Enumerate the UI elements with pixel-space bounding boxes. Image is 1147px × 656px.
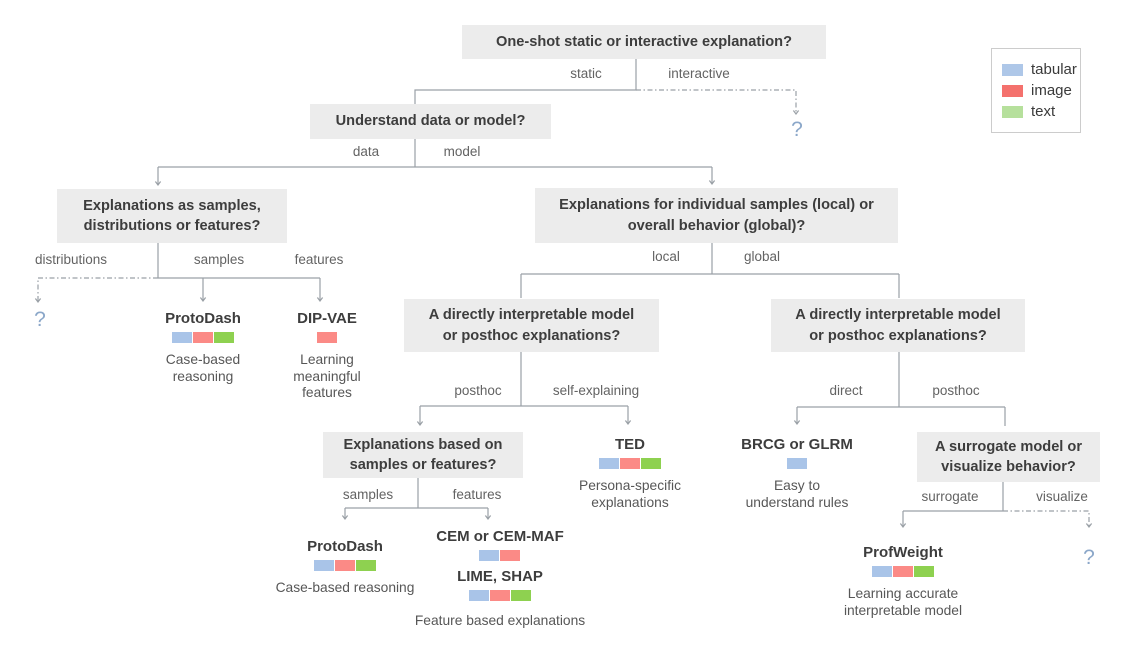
question-samples-or-features: Explanations based on samples or feature… <box>323 432 523 478</box>
question-surrogate-or-visualize: A surrogate model or visualize behavior? <box>917 432 1100 482</box>
modality-chips <box>732 458 862 469</box>
modality-chip-image <box>334 560 355 571</box>
branch-label-self-explaining: self-explaining <box>552 383 640 398</box>
unknown-outcome-interactive: ? <box>791 118 803 141</box>
legend-label: tabular <box>1031 61 1077 78</box>
question-samples-distributions-features: Explanations as samples, distributions o… <box>57 189 287 243</box>
algorithm-ted: TED Persona-specific explanations <box>568 436 692 511</box>
algorithm-caption: Easy to understand rules <box>745 478 849 510</box>
branch-label-features-local: features <box>452 487 502 502</box>
modality-chip-text <box>640 458 661 469</box>
branch-label-data: data <box>352 144 380 159</box>
branch-label-interactive: interactive <box>668 66 730 81</box>
branch-label-global: global <box>743 249 781 264</box>
modality-chip-tabular <box>468 590 489 601</box>
algorithm-name: ProfWeight <box>863 544 943 561</box>
branch-label-visualize: visualize <box>1036 489 1088 504</box>
legend-item-tabular: tabular <box>1002 61 1080 78</box>
modality-chip-text <box>213 332 234 343</box>
algorithm-caption: Feature based explanations <box>414 613 586 628</box>
algorithm-caption: Learning accurate interpretable model <box>843 586 963 618</box>
question-interpretable-or-posthoc-global: A directly interpretable model or postho… <box>771 299 1025 352</box>
algorithm-name: BRCG or GLRM <box>741 436 853 453</box>
unknown-outcome-distributions: ? <box>34 308 46 331</box>
algorithm-caption: Learning meaningful features <box>293 352 361 401</box>
algorithm-brcg-glrm: BRCG or GLRM Easy to understand rules <box>732 436 862 511</box>
modality-chip-image <box>619 458 640 469</box>
algorithm-caption: Case-based reasoning <box>275 580 415 595</box>
modality-chips <box>400 590 600 601</box>
modality-chips <box>568 458 692 469</box>
algorithm-protodash-local: ProtoDash Case-based reasoning <box>265 538 425 597</box>
modality-chips <box>277 332 377 343</box>
branch-label-distributions: distributions <box>34 252 108 267</box>
legend: tabular image text <box>991 48 1081 133</box>
modality-chip-tabular <box>786 458 807 469</box>
modality-chip-image <box>192 332 213 343</box>
algorithm-name: ProtoDash <box>165 310 241 327</box>
legend-item-image: image <box>1002 82 1080 99</box>
legend-item-text: text <box>1002 103 1080 120</box>
legend-label: text <box>1031 103 1056 120</box>
modality-chip-tabular <box>171 332 192 343</box>
modality-chip-image <box>489 590 510 601</box>
algorithm-name-cem: CEM or CEM-MAF <box>436 528 564 545</box>
branch-label-static: static <box>570 66 602 81</box>
text-swatch-icon <box>1002 105 1023 118</box>
modality-chip-tabular <box>871 566 892 577</box>
modality-chip-tabular <box>479 550 499 561</box>
algorithm-caption: Persona-specific explanations <box>579 478 681 510</box>
unknown-outcome-visualize: ? <box>1083 546 1095 569</box>
branch-label-model: model <box>443 144 481 159</box>
algorithm-caption: Case-based reasoning <box>165 352 241 384</box>
question-local-or-global: Explanations for individual samples (loc… <box>535 188 898 243</box>
algorithm-protodash-data: ProtoDash Case-based reasoning <box>147 310 259 385</box>
algorithm-feature-group: CEM or CEM-MAF LIME, SHAP Feature based … <box>400 528 600 630</box>
modality-chips <box>147 332 259 343</box>
algorithm-dip-vae: DIP-VAE Learning meaningful features <box>277 310 377 402</box>
modality-chip-image <box>500 550 520 561</box>
algorithm-name: TED <box>615 436 645 453</box>
branch-label-direct: direct <box>829 383 863 398</box>
algorithm-name: DIP-VAE <box>297 310 357 327</box>
question-one-shot: One-shot static or interactive explanati… <box>462 25 826 59</box>
modality-chip-image <box>892 566 913 577</box>
modality-chips <box>828 566 978 577</box>
branch-label-local: local <box>652 249 680 264</box>
algorithm-name-lime-shap: LIME, SHAP <box>457 568 543 585</box>
modality-chip-text <box>510 590 531 601</box>
modality-chip-image <box>316 332 337 343</box>
branch-label-samples-local: samples <box>342 487 394 502</box>
branch-label-features-data: features <box>294 252 344 267</box>
legend-label: image <box>1031 82 1072 99</box>
question-data-or-model: Understand data or model? <box>310 104 551 139</box>
modality-chips <box>400 550 600 561</box>
modality-chip-tabular <box>598 458 619 469</box>
algorithm-profweight: ProfWeight Learning accurate interpretab… <box>828 544 978 619</box>
tabular-swatch-icon <box>1002 63 1023 76</box>
modality-chip-tabular <box>313 560 334 571</box>
modality-chip-text <box>355 560 376 571</box>
question-interpretable-or-posthoc-local: A directly interpretable model or postho… <box>404 299 659 352</box>
modality-chip-text <box>913 566 934 577</box>
branch-label-samples-data: samples <box>193 252 245 267</box>
branch-label-posthoc-global: posthoc <box>932 383 980 398</box>
modality-chips <box>265 560 425 571</box>
image-swatch-icon <box>1002 84 1023 97</box>
branch-label-surrogate: surrogate <box>921 489 979 504</box>
branch-label-posthoc-local: posthoc <box>454 383 502 398</box>
algorithm-name: ProtoDash <box>307 538 383 555</box>
